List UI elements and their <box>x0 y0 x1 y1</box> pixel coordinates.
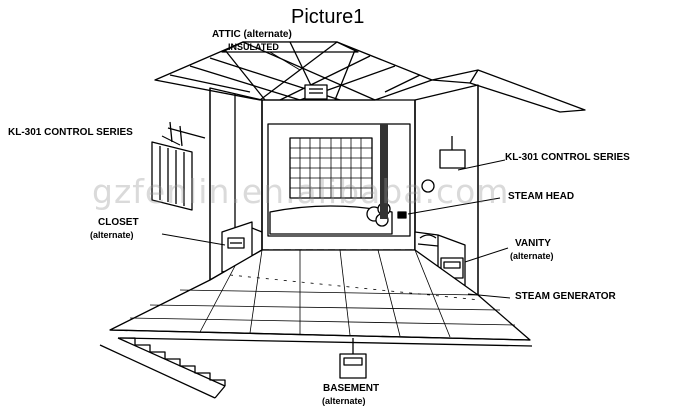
watermark: gzfenlin.en.alibaba.com <box>92 172 510 211</box>
label-closet-alternate: (alternate) <box>90 230 134 240</box>
label-basement: BASEMENT <box>323 383 380 394</box>
left-control-panel <box>151 121 206 211</box>
label-vanity-alternate: (alternate) <box>510 251 554 261</box>
label-basement-alternate: (alternate) <box>322 396 366 406</box>
basement-stairs <box>99 337 226 399</box>
label-closet: CLOSET <box>98 217 139 228</box>
attic-roof <box>154 41 586 113</box>
label-control-left: KL-301 CONTROL SERIES <box>8 127 133 138</box>
label-control-right: KL-301 CONTROL SERIES <box>505 152 630 163</box>
basement-unit <box>339 338 367 379</box>
label-steam-head: STEAM HEAD <box>508 191 575 202</box>
tiled-floor <box>109 249 533 347</box>
pointer-lines <box>161 51 511 299</box>
label-vanity: VANITY <box>515 238 551 249</box>
label-attic: ATTIC (alternate) <box>212 29 292 40</box>
label-steam-generator: STEAM GENERATOR <box>515 291 616 302</box>
label-attic-insulated: INSULATED <box>228 42 279 52</box>
diagram-title: Picture1 <box>291 6 365 28</box>
